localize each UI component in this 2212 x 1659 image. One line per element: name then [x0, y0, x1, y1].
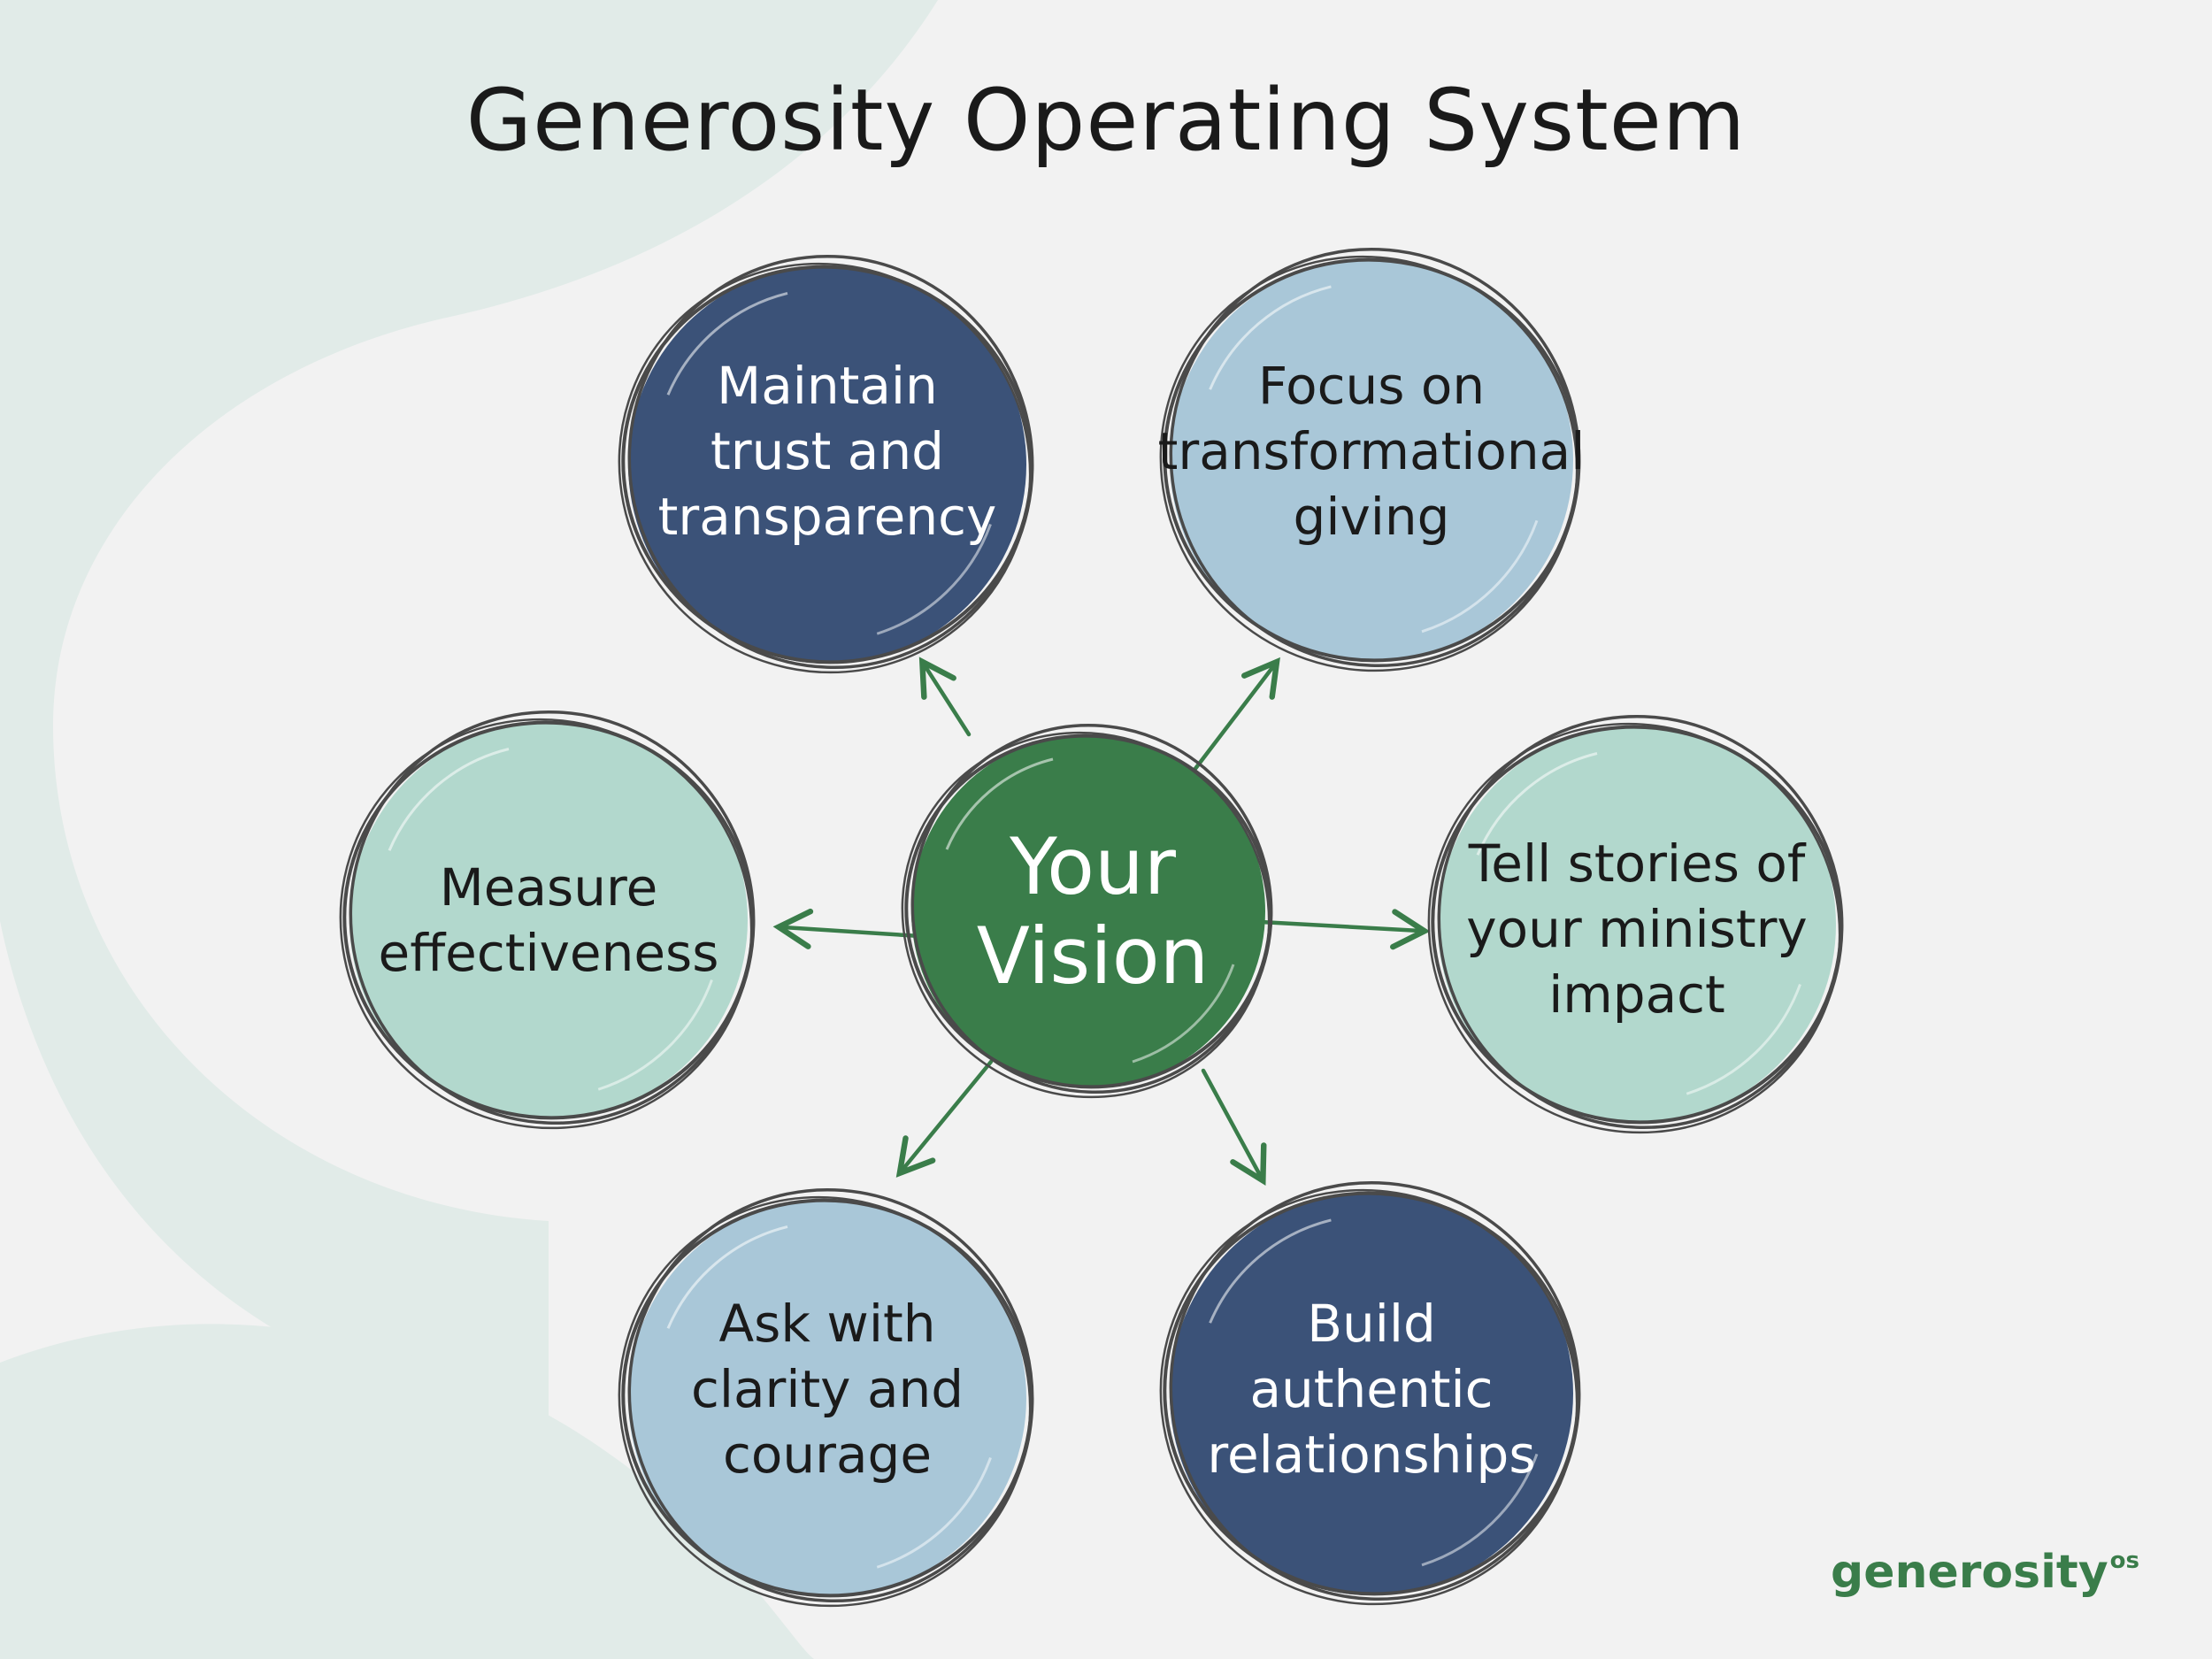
- node-label-maintain-trust: Maintain trust and transparency: [657, 355, 997, 548]
- node-label-build-relationships: Build authentic relationships: [1207, 1293, 1536, 1486]
- node-label-ask-courage: Ask with clarity and courage: [690, 1293, 964, 1486]
- diagram-title: Generosity Operating System: [465, 71, 1747, 170]
- node-circle-measure-effectiveness: [339, 710, 756, 1130]
- center-circle: [901, 723, 1273, 1099]
- arrow-to-maintain-trust: [918, 657, 972, 737]
- arrows: [772, 657, 1431, 1187]
- arrow-to-ask-courage: [895, 1059, 994, 1178]
- node-label-measure-effectiveness: Measure effectiveness: [378, 856, 719, 983]
- node-circle-maintain-trust: [618, 254, 1034, 674]
- node-circle-tell-stories: [1427, 714, 1844, 1134]
- background-watermark: [0, 0, 938, 1659]
- arrow-to-measure-effectiveness: [772, 908, 923, 949]
- node-circle-ask-courage: [618, 1187, 1034, 1608]
- arrow-to-focus-giving: [1192, 657, 1280, 772]
- node-circle-focus-giving: [1159, 247, 1581, 672]
- brand-logo: generosityos: [1830, 1546, 2139, 1599]
- arrow-to-tell-stories: [1258, 909, 1431, 950]
- arrow-to-build-relationships: [1201, 1068, 1267, 1187]
- node-label-focus-giving: Focus on transformational giving: [1157, 355, 1586, 548]
- node-circle-build-relationships: [1159, 1180, 1581, 1606]
- node-label-tell-stories: Tell stories of your ministry impact: [1466, 833, 1808, 1025]
- center-label: Your Vision: [976, 820, 1210, 1002]
